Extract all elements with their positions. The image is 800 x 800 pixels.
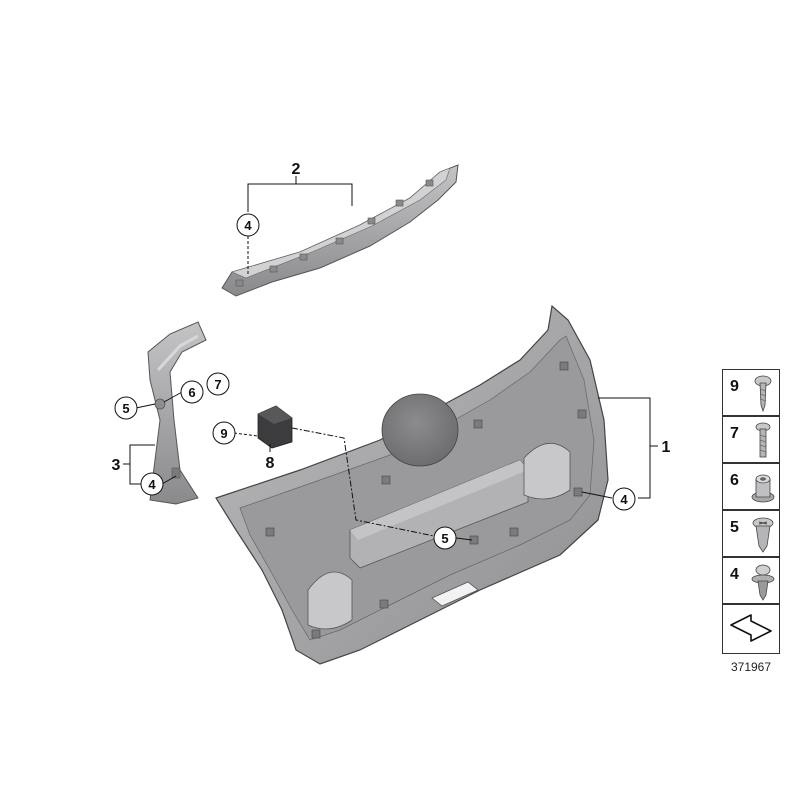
legend-item-6: 6	[722, 463, 780, 510]
svg-text:6: 6	[188, 385, 195, 400]
svg-text:4: 4	[244, 218, 252, 233]
svg-text:4: 4	[148, 477, 156, 492]
legend-item-4: 4	[722, 557, 780, 604]
callout-1: 1	[662, 439, 671, 456]
legend-item-5: 5	[722, 510, 780, 557]
tailgate-panel	[215, 304, 609, 665]
legend-item-9: 9	[722, 369, 780, 416]
svg-text:7: 7	[214, 377, 221, 392]
legend-number: 6	[730, 472, 739, 489]
left-pillar-trim	[147, 321, 207, 505]
expanding-clip-icon	[751, 564, 775, 601]
leader-lines	[123, 176, 658, 541]
top-trim-strip	[221, 164, 459, 297]
push-rivet-icon	[752, 517, 774, 553]
legend-next-arrow[interactable]	[722, 604, 780, 654]
next-arrow-icon	[730, 614, 772, 642]
legend-number: 7	[730, 425, 739, 442]
callout-4-left: 4	[140, 472, 164, 496]
legend-number: 9	[730, 378, 739, 395]
legend-number: 4	[730, 566, 739, 583]
callout-4-top: 4	[236, 213, 260, 237]
legend-item-7: 7	[722, 416, 780, 463]
callout-5-left: 5	[114, 396, 138, 420]
svg-text:4: 4	[620, 492, 628, 507]
callout-6: 6	[180, 380, 204, 404]
connector-block	[257, 405, 293, 449]
callout-2: 2	[292, 161, 301, 178]
callout-5-bottom: 5	[433, 526, 457, 550]
callout-4-right: 4	[612, 487, 636, 511]
svg-text:5: 5	[122, 401, 129, 416]
screw-icon	[754, 375, 772, 413]
callout-7: 7	[206, 372, 230, 396]
callout-9: 9	[212, 421, 236, 445]
bolt-icon	[755, 422, 771, 458]
diagram-id: 371967	[730, 660, 772, 674]
callout-8: 8	[266, 455, 275, 472]
grommet-icon	[751, 474, 775, 503]
svg-text:5: 5	[441, 531, 448, 546]
svg-text:9: 9	[220, 426, 227, 441]
legend-number: 5	[730, 519, 739, 536]
callout-3: 3	[112, 457, 121, 474]
